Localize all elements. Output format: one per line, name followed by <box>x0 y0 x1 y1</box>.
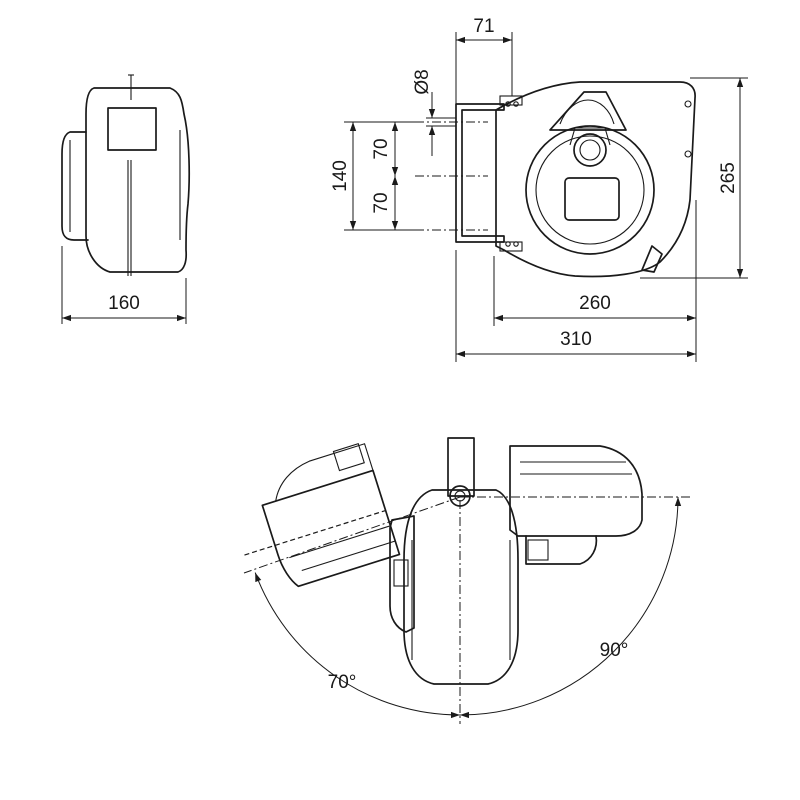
drum-outer <box>525 125 655 255</box>
hole-spacing-lower-label: 70 <box>371 192 392 213</box>
depth-dimension-label: 160 <box>108 293 140 314</box>
total-width-label: 310 <box>560 329 592 350</box>
reel-housing <box>495 81 696 278</box>
body-height-label: 265 <box>718 162 739 194</box>
side-view-body-outline <box>85 87 191 273</box>
right-angle-label: 90° <box>600 640 629 661</box>
drum-inner <box>535 135 645 245</box>
reel-rotated-right <box>509 445 643 565</box>
hose-guide <box>641 245 663 273</box>
bracket-offset-label: 71 <box>473 16 494 37</box>
side-view-rear-plate <box>61 131 89 241</box>
pivot-bracket <box>447 437 475 497</box>
rotation-view: 70° 90° <box>243 437 690 724</box>
carry-handle <box>549 91 627 131</box>
side-view: 160 <box>61 74 191 324</box>
hole-diameter-label: Ø8 <box>412 69 433 94</box>
body-width-label: 260 <box>579 293 611 314</box>
angle-arc-left <box>254 572 461 719</box>
hole-spacing-upper-label: 70 <box>371 138 392 159</box>
drum-hub <box>573 133 607 167</box>
left-angle-label: 70° <box>328 672 357 693</box>
reel-front-center <box>403 489 519 685</box>
front-view: 71 Ø8 140 70 70 265 260 310 <box>330 16 748 362</box>
side-view-label-plate <box>107 107 157 151</box>
angle-arc-right <box>459 496 682 719</box>
front-label-plate <box>564 177 620 221</box>
hole-spacing-total-label: 140 <box>330 160 351 192</box>
reel-rotated-left <box>244 442 401 588</box>
